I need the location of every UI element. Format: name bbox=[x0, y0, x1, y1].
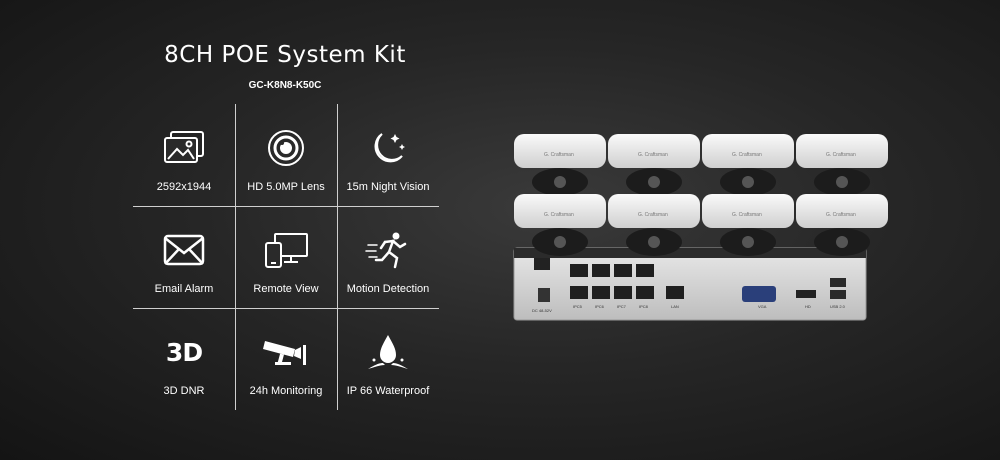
port-label: IPC8 bbox=[639, 304, 649, 309]
page-title: 8CH POE System Kit bbox=[164, 42, 406, 68]
svg-text:G. Craftsman: G. Craftsman bbox=[826, 212, 856, 218]
vga-label: VGA bbox=[758, 304, 767, 309]
lan-label: LAN bbox=[671, 304, 679, 309]
dome-camera: G. Craftsman bbox=[702, 194, 794, 256]
feature-grid: 2592x1944 HD 5.0MP Lens 15m Night Vision… bbox=[133, 104, 439, 410]
devices-icon bbox=[265, 233, 308, 268]
port-label: IPC6 bbox=[595, 304, 605, 309]
svg-text:G. Craftsman: G. Craftsman bbox=[638, 152, 668, 158]
feature-label: 24h Monitoring bbox=[249, 385, 323, 397]
3d-text-icon: 3D bbox=[165, 337, 203, 367]
lens-icon bbox=[268, 130, 304, 166]
feature-24h-monitoring: 24h Monitoring bbox=[235, 308, 337, 410]
nvr-recorder: DC 48-52V IPC5 IPC6 IPC7 IPC8 LAN VGA HD… bbox=[513, 247, 867, 321]
svg-text:G. Craftsman: G. Craftsman bbox=[544, 152, 574, 158]
dome-camera: G. Craftsman bbox=[796, 194, 888, 256]
product-image: DC 48-52V IPC5 IPC6 IPC7 IPC8 LAN VGA HD… bbox=[513, 134, 888, 321]
feature-night-vision: 15m Night Vision bbox=[337, 104, 439, 206]
model-number: GC-K8N8-K50C bbox=[248, 80, 322, 91]
water-drop-icon bbox=[368, 335, 408, 369]
running-person-icon bbox=[365, 232, 407, 269]
grid-divider bbox=[235, 104, 236, 410]
moon-stars-icon bbox=[374, 133, 405, 163]
usb-label: USB 2.0 bbox=[830, 304, 846, 309]
image-icon bbox=[164, 131, 204, 163]
dome-camera: G. Craftsman bbox=[608, 134, 700, 196]
dome-camera: G. Craftsman bbox=[796, 134, 888, 196]
envelope-icon bbox=[163, 234, 205, 266]
svg-text:G. Craftsman: G. Craftsman bbox=[732, 212, 762, 218]
feature-3d-dnr: 3D 3D DNR bbox=[133, 308, 235, 410]
feature-lens: HD 5.0MP Lens bbox=[235, 104, 337, 206]
poe-ports bbox=[570, 264, 684, 299]
feature-label: 3D DNR bbox=[163, 385, 205, 397]
grid-divider bbox=[133, 206, 439, 207]
feature-label: IP 66 Waterproof bbox=[346, 385, 430, 397]
feature-waterproof: IP 66 Waterproof bbox=[337, 308, 439, 410]
svg-text:G. Craftsman: G. Craftsman bbox=[826, 152, 856, 158]
feature-label: HD 5.0MP Lens bbox=[247, 181, 325, 193]
feature-email-alarm: Email Alarm bbox=[133, 206, 235, 308]
cctv-camera-icon bbox=[263, 341, 306, 365]
feature-resolution: 2592x1944 bbox=[133, 104, 235, 206]
feature-motion-detection: Motion Detection bbox=[337, 206, 439, 308]
svg-text:G. Craftsman: G. Craftsman bbox=[544, 212, 574, 218]
dome-camera: G. Craftsman bbox=[514, 194, 606, 256]
port-label: IPC5 bbox=[573, 304, 583, 309]
nvr-power-label: DC 48-52V bbox=[532, 308, 552, 313]
hd-label: HD bbox=[805, 304, 811, 309]
grid-divider bbox=[133, 308, 439, 309]
port-label: IPC7 bbox=[617, 304, 627, 309]
camera-group: G. Craftsman G. Craftsman G. Craftsman G… bbox=[514, 134, 888, 256]
feature-remote-view: Remote View bbox=[235, 206, 337, 308]
feature-label: Remote View bbox=[253, 283, 319, 295]
svg-text:G. Craftsman: G. Craftsman bbox=[638, 212, 668, 218]
grid-divider bbox=[337, 104, 338, 410]
feature-label: 2592x1944 bbox=[156, 181, 212, 193]
dome-camera: G. Craftsman bbox=[608, 194, 700, 256]
dome-camera: G. Craftsman bbox=[514, 134, 606, 196]
feature-label: Motion Detection bbox=[346, 283, 430, 295]
svg-text:G. Craftsman: G. Craftsman bbox=[732, 152, 762, 158]
dome-camera: G. Craftsman bbox=[702, 134, 794, 196]
feature-label: 15m Night Vision bbox=[346, 181, 430, 193]
feature-label: Email Alarm bbox=[154, 283, 214, 295]
